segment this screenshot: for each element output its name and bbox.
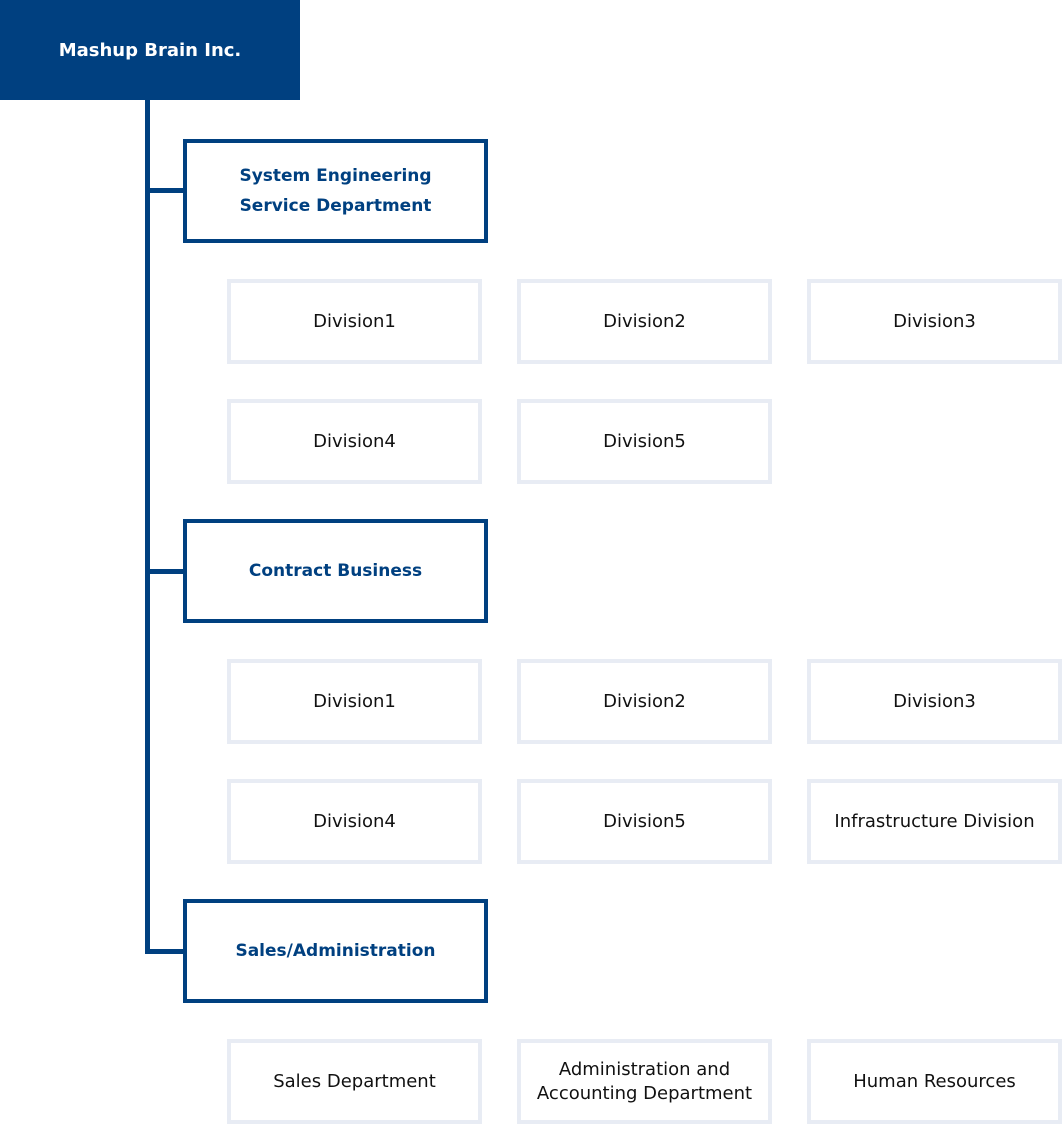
division-box: Sales Department <box>227 1039 482 1124</box>
division-label: Division1 <box>313 690 396 712</box>
division-label: Human Resources <box>853 1070 1016 1092</box>
branch-line-system-engineering <box>145 188 187 193</box>
company-name: Mashup Brain Inc. <box>58 39 242 61</box>
division-label: Division5 <box>603 810 686 832</box>
dept-system-engineering: System Engineering Service Department <box>183 139 488 243</box>
division-box: Division3 <box>807 279 1062 364</box>
dept-label: System Engineering Service Department <box>239 166 432 216</box>
division-label: Division4 <box>313 810 396 832</box>
division-label: Division1 <box>313 310 396 332</box>
division-label: Infrastructure Division <box>834 810 1035 832</box>
division-label: Division3 <box>893 690 976 712</box>
division-box: Human Resources <box>807 1039 1062 1124</box>
dept-contract-business: Contract Business <box>183 519 488 623</box>
org-trunk-line <box>145 100 150 954</box>
division-box: Division2 <box>517 659 772 744</box>
dept-sales-administration: Sales/Administration <box>183 899 488 1003</box>
company-box: Mashup Brain Inc. <box>0 0 300 100</box>
division-label: Sales Department <box>273 1070 436 1092</box>
division-label: Division5 <box>603 430 686 452</box>
division-box: Division5 <box>517 779 772 864</box>
division-label: Division2 <box>603 690 686 712</box>
division-label: Division3 <box>893 310 976 332</box>
division-box: Division5 <box>517 399 772 484</box>
division-box: Division1 <box>227 659 482 744</box>
division-box: Division1 <box>227 279 482 364</box>
dept-label: Contract Business <box>248 561 423 581</box>
division-box: Division4 <box>227 399 482 484</box>
dept-label: Sales/Administration <box>235 941 436 961</box>
division-box: Infrastructure Division <box>807 779 1062 864</box>
division-box: Administration and Accounting Department <box>517 1039 772 1124</box>
branch-line-sales-administration <box>145 949 187 954</box>
division-label: Division2 <box>603 310 686 332</box>
division-box: Division4 <box>227 779 482 864</box>
division-label: Division4 <box>313 430 396 452</box>
branch-line-contract-business <box>145 569 187 574</box>
division-box: Division3 <box>807 659 1062 744</box>
division-box: Division2 <box>517 279 772 364</box>
division-label: Administration and Accounting Department <box>536 1058 753 1104</box>
